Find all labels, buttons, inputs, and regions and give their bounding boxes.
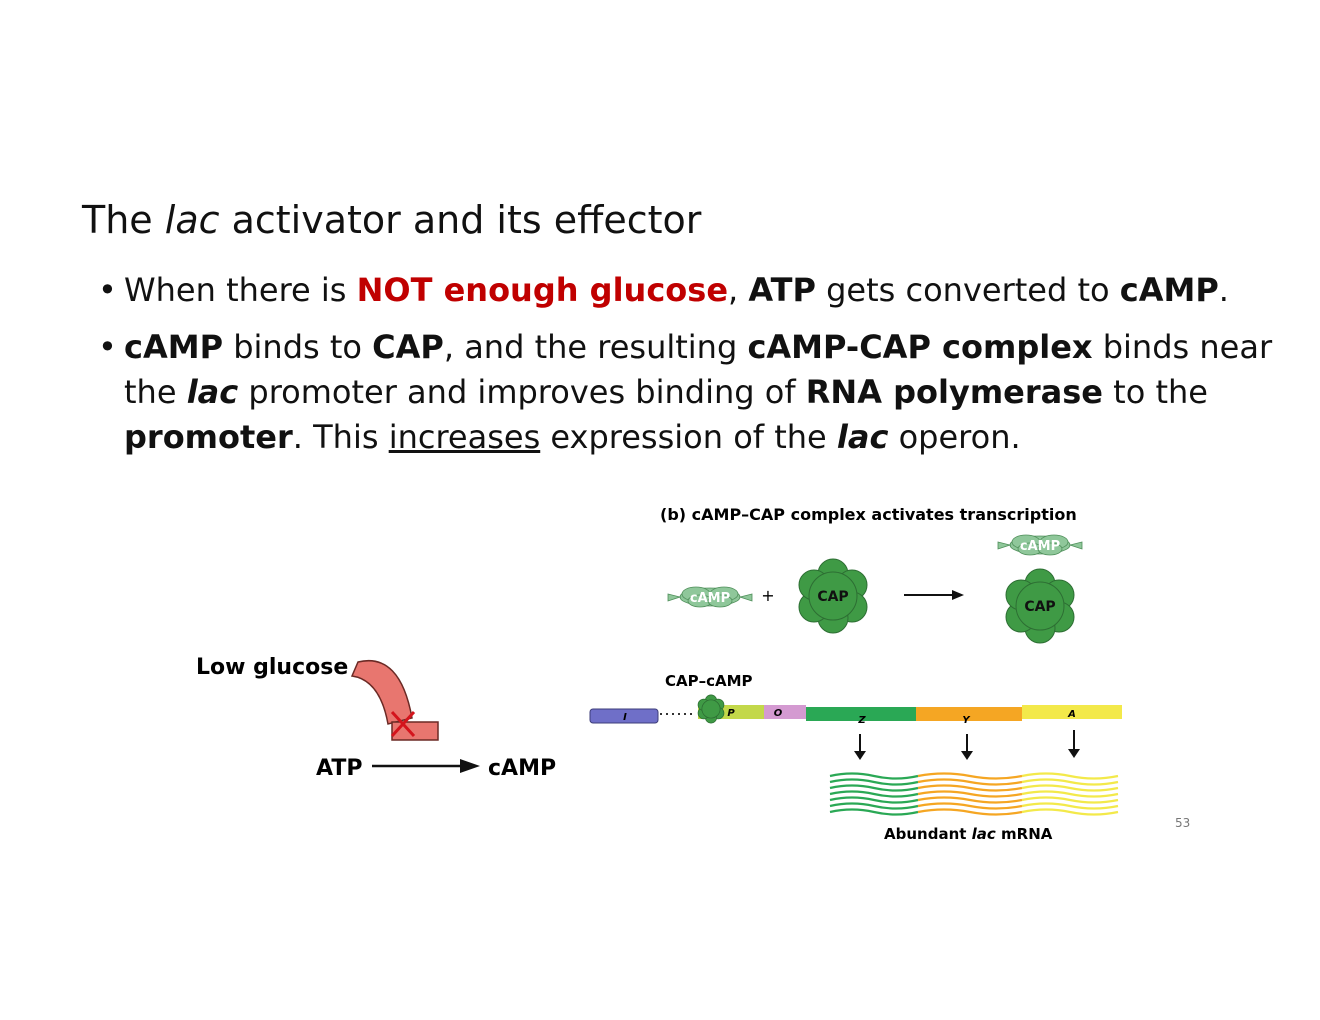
operator-segment bbox=[764, 705, 806, 719]
cap-label: CAP bbox=[817, 589, 848, 605]
inhibition-bar bbox=[391, 721, 439, 741]
text: binds near the bbox=[124, 328, 1273, 411]
bullet-list: • When there is NOT enough glucose, ATP … bbox=[98, 268, 1288, 472]
mrna-caption-italic: lac bbox=[972, 825, 996, 843]
plus-sign: + bbox=[761, 586, 774, 605]
panel-b: (b) cAMP–CAP complex activates transcrip… bbox=[660, 505, 1083, 644]
slide-title: The lac activator and its effector bbox=[82, 196, 701, 244]
text: operon. bbox=[888, 418, 1021, 456]
bold-text: ATP bbox=[748, 271, 816, 309]
title-italic: lac bbox=[164, 198, 220, 242]
reaction-arrow-head-icon bbox=[952, 590, 964, 600]
mrna-y bbox=[917, 772, 1023, 816]
inhibition-arrow-body bbox=[350, 660, 413, 725]
transcription-arrowheads-icon bbox=[854, 749, 1080, 760]
lac-operon-diagram: CAP–cAMP I P O Z Y A bbox=[589, 672, 1122, 843]
low-glucose-label: Low glucose bbox=[196, 655, 348, 680]
bullet-2: • cAMP binds to CAP, and the resulting c… bbox=[98, 325, 1288, 460]
bold-text: RNA polymerase bbox=[805, 373, 1103, 411]
camp-molecule-label: cAMP bbox=[690, 591, 730, 606]
bound-cap-icon bbox=[697, 694, 725, 724]
bold-text: CAP bbox=[372, 328, 444, 366]
title-text-end: activator and its effector bbox=[219, 198, 702, 242]
low-glucose-diagram: Low glucose ATP cAMP bbox=[196, 655, 556, 781]
mrna-a bbox=[1021, 772, 1119, 816]
text: . This bbox=[292, 418, 389, 456]
emphasis-red: NOT enough glucose bbox=[356, 271, 729, 309]
gene-z-segment bbox=[806, 707, 916, 721]
text: , bbox=[728, 271, 749, 309]
gene-a-label: A bbox=[1067, 709, 1076, 720]
text: promoter and improves binding of bbox=[238, 373, 806, 411]
title-text: The bbox=[82, 198, 165, 242]
page-number: 53 bbox=[1175, 816, 1191, 830]
cap-camp-label: CAP–cAMP bbox=[665, 672, 753, 690]
gene-i-label: I bbox=[623, 712, 627, 723]
mrna-z bbox=[829, 772, 919, 816]
bold-text: promoter bbox=[124, 418, 293, 456]
text: binds to bbox=[223, 328, 373, 366]
gene-z-label: Z bbox=[857, 715, 866, 726]
underlined-text: increases bbox=[388, 418, 541, 456]
text: gets converted to bbox=[815, 271, 1120, 309]
mrna-caption-pre: Abundant bbox=[884, 825, 972, 843]
atp-label: ATP bbox=[316, 756, 362, 781]
operator-label: O bbox=[774, 708, 783, 719]
gene-a-segment bbox=[1022, 705, 1122, 719]
gene-i-segment bbox=[589, 708, 659, 724]
bullet-dot: • bbox=[98, 328, 117, 366]
bold-italic-text: lac bbox=[186, 373, 239, 411]
gene-y-segment bbox=[916, 707, 1022, 721]
promoter-label: P bbox=[727, 708, 735, 719]
gene-y-label: Y bbox=[962, 715, 971, 726]
mrna-caption-post: mRNA bbox=[996, 825, 1053, 843]
transcription-arrows bbox=[859, 730, 1075, 752]
complex-cap-label: CAP bbox=[1024, 599, 1055, 615]
text: expression of the bbox=[540, 418, 837, 456]
bullet-1: • When there is NOT enough glucose, ATP … bbox=[98, 268, 1288, 313]
bold-text: cAMP bbox=[1119, 271, 1219, 309]
bold-text: cAMP bbox=[124, 328, 224, 366]
panel-b-title: (b) cAMP–CAP complex activates transcrip… bbox=[660, 505, 1077, 524]
text: . bbox=[1218, 271, 1229, 309]
text: When there is bbox=[124, 271, 357, 309]
bold-text: cAMP-CAP complex bbox=[747, 328, 1093, 366]
bold-italic-text: lac bbox=[836, 418, 889, 456]
bullet-dot: • bbox=[98, 271, 117, 309]
camp-label: cAMP bbox=[488, 756, 556, 781]
text: to the bbox=[1102, 373, 1208, 411]
mrna-bundle bbox=[829, 772, 1119, 816]
mrna-caption: Abundant lac mRNA bbox=[884, 825, 1053, 843]
bound-camp-label: cAMP bbox=[1020, 539, 1060, 554]
inhibit-x-icon bbox=[390, 710, 416, 738]
text: , and the resulting bbox=[443, 328, 748, 366]
arrow-head-icon bbox=[460, 759, 480, 773]
